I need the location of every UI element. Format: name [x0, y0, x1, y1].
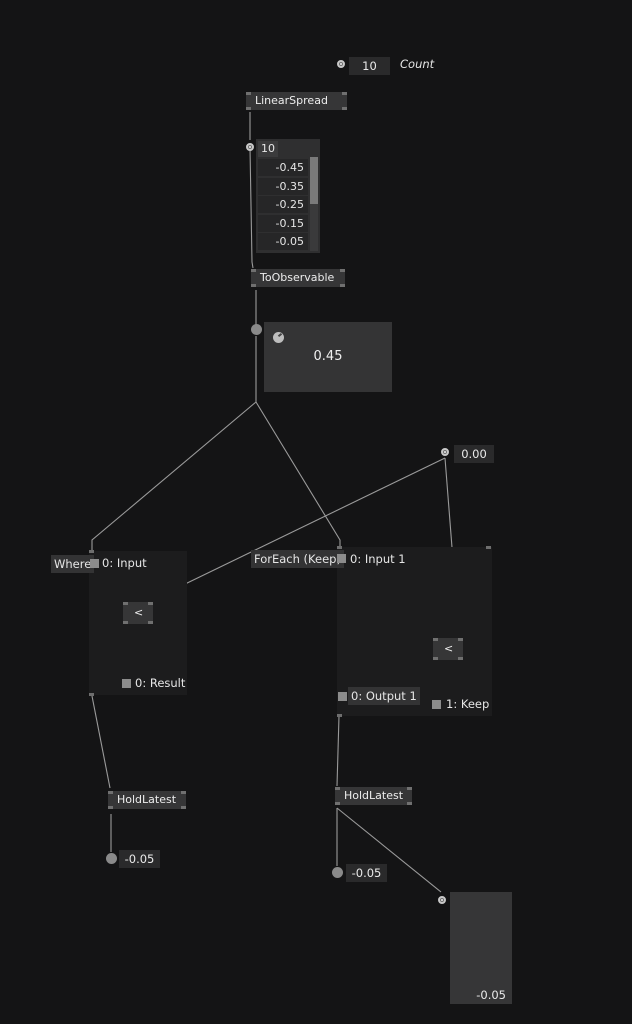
threshold-input[interactable]: 0.00 [454, 445, 494, 463]
where-compare-label: < [134, 606, 144, 619]
foreach-input-label: 0: Input 1 [350, 552, 406, 566]
hold-latest-left-value: -0.05 [119, 850, 160, 868]
to-observable-label: ToObservable [260, 271, 335, 284]
foreach-compare-node[interactable]: < [433, 638, 463, 660]
observed-value: 0.45 [313, 349, 343, 364]
where-input-pin[interactable] [90, 559, 99, 568]
where-result-label: 0: Result [135, 676, 186, 690]
where-result-pin[interactable] [122, 679, 131, 688]
hold-latest-right-label: HoldLatest [344, 789, 404, 802]
spread-pin-icon[interactable] [246, 143, 254, 151]
hold-latest-left-label: HoldLatest [117, 793, 177, 806]
spread-row: -0.15 [258, 214, 308, 232]
foreach-keep-label: 1: Keep [446, 697, 490, 711]
where-compare-node[interactable]: < [123, 602, 153, 624]
where-title: Where [51, 555, 95, 573]
spread-scroll-thumb[interactable] [310, 157, 318, 204]
knob-icon[interactable] [273, 332, 284, 343]
count-label: Count [400, 57, 435, 71]
where-input-label: 0: Input [102, 556, 147, 570]
result-pin-icon[interactable] [438, 896, 446, 904]
spread-row: -0.05 [258, 233, 308, 250]
foreach-compare-label: < [444, 642, 454, 655]
hold-latest-right-node[interactable]: HoldLatest [335, 787, 412, 805]
hold-latest-right-pin-icon[interactable] [332, 867, 343, 878]
hold-latest-left-pin-icon[interactable] [106, 853, 117, 864]
spread-row: -0.45 [258, 159, 308, 176]
to-observable-node[interactable]: ToObservable [251, 269, 345, 287]
spread-row: -0.35 [258, 177, 308, 195]
foreach-region-pin [486, 546, 491, 549]
where-region-pin [89, 693, 94, 696]
linear-spread-node[interactable]: LinearSpread [246, 92, 347, 110]
foreach-output-label: 0: Output 1 [348, 687, 420, 705]
count-input[interactable]: 10 [349, 57, 390, 75]
foreach-output-pin[interactable] [338, 692, 347, 701]
hold-latest-right-value: -0.05 [346, 864, 387, 882]
foreach-region-pin [337, 714, 342, 717]
threshold-pin-icon[interactable] [441, 448, 449, 456]
observable-pin-icon[interactable] [251, 324, 262, 335]
foreach-keep-pin[interactable] [432, 700, 441, 709]
hold-latest-left-node[interactable]: HoldLatest [108, 791, 186, 809]
spread-viewer[interactable]: 10 -0.45 -0.35 -0.25 -0.15 -0.05 [256, 139, 320, 253]
foreach-region-pin [337, 546, 342, 549]
spread-scrollbar[interactable] [310, 157, 318, 251]
foreach-title: ForEach (Keep) [251, 550, 344, 568]
count-pin-icon[interactable] [337, 60, 345, 68]
where-region-pin [89, 550, 94, 553]
observed-value-panel[interactable]: 0.45 [264, 322, 392, 392]
foreach-input-pin[interactable] [337, 554, 346, 563]
result-value: -0.05 [476, 988, 506, 1002]
result-panel[interactable]: -0.05 [450, 892, 512, 1004]
spread-count: 10 [258, 141, 278, 157]
spread-row: -0.25 [258, 196, 308, 213]
linear-spread-label: LinearSpread [255, 94, 328, 107]
